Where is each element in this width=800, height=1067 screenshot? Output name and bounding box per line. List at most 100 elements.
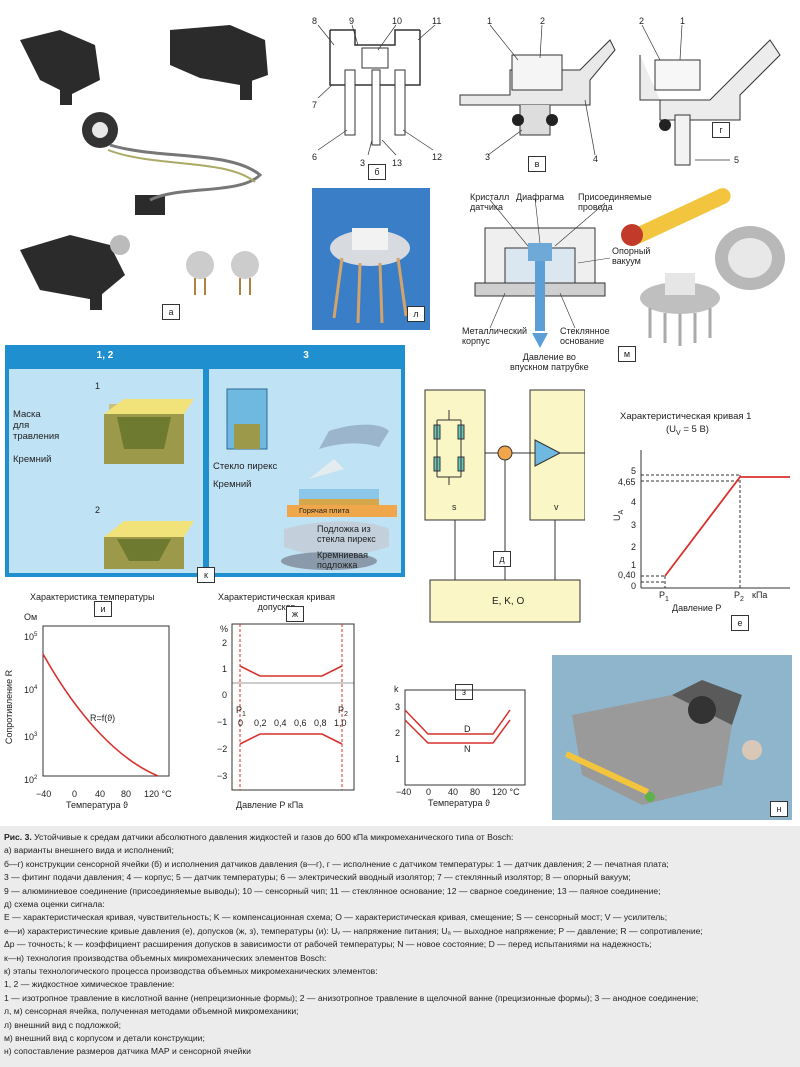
e-ytick-040: 0,40 — [618, 570, 636, 580]
e-subtitle-b: = 5 В) — [680, 424, 709, 435]
tag-l: л — [407, 306, 425, 322]
e-xtick-p2-main: P — [734, 590, 741, 600]
z-ylabel: k — [394, 684, 399, 694]
caption-text: E — характеристическая кривая, чувствите… — [4, 912, 668, 923]
label-v-3: 3 — [485, 152, 491, 162]
tag-i: и — [94, 601, 112, 617]
caption-line: н) сопоставление размеров датчика МАР и … — [4, 1046, 251, 1058]
i-xtick-0: 0 — [72, 789, 78, 799]
caption-line: 9 — алюминиевое соединение (присоединяем… — [4, 886, 661, 898]
caption-text: м) внешний вид с корпусом и детали конст… — [4, 1033, 205, 1043]
caption-text: е—и) характеристические кривые давления … — [4, 925, 703, 936]
label-b-7: 7 — [312, 100, 318, 110]
e-ytick-4: 4 — [631, 497, 637, 507]
bonding-drawing — [226, 388, 397, 570]
caption-line: а) варианты внешнего вида и исполнений; — [4, 845, 174, 857]
i-title: Характеристика температуры — [30, 592, 155, 602]
sensor-section-drawing — [459, 24, 616, 156]
i-ytick-5-exp: 5 — [34, 632, 38, 638]
label-m-crystal: Кристалл датчика — [470, 192, 510, 212]
z-xtick-40: 40 — [448, 787, 459, 797]
label-b-12: 12 — [432, 152, 443, 162]
label-v-2: 2 — [540, 16, 546, 26]
e-ytick-465: 4,65 — [618, 477, 636, 487]
tag-e: е — [731, 615, 749, 631]
i-xlabel: Температура ϑ — [66, 800, 128, 810]
caption-text: Δp — точность; k — коэффициент расширени… — [4, 939, 652, 950]
caption-text: л, м) сенсорная ячейка, полученная метод… — [4, 1006, 299, 1017]
label-g-2: 2 — [639, 16, 645, 26]
caption-text: л) внешний вид с подложкой; — [4, 1019, 122, 1030]
e-ytick-2: 2 — [631, 542, 637, 552]
label-b-8: 8 — [312, 16, 318, 26]
label-v-4: 4 — [593, 154, 599, 164]
e-ylabel-main: U — [612, 514, 623, 521]
zh-p2-sub: 2 — [344, 710, 348, 718]
tag-v: в — [528, 156, 546, 172]
caption-line: 3 — фитинг подачи давления; 4 — корпус; … — [4, 872, 631, 884]
z-plot — [404, 689, 526, 786]
i-ytick-5: 105 — [24, 630, 37, 642]
label-b-3: 3 — [360, 158, 366, 168]
i-ytick-2-exp: 2 — [34, 775, 38, 781]
figure-caption: Рис. 3. Устойчивые к средам датчики абсо… — [0, 826, 800, 1067]
label-m-vacuum: Опорный вакуум — [612, 246, 651, 266]
caption-line: к—н) технология производства объемных ми… — [4, 953, 326, 965]
tag-a: а — [162, 304, 180, 320]
caption-line: л) внешний вид с подложкой; — [4, 1020, 121, 1032]
i-ytick-4: 104 — [24, 683, 37, 695]
e-ylabel-sub: A — [617, 509, 625, 515]
z-xtick-80: 80 — [470, 787, 481, 797]
k-col3-title: 3 — [303, 350, 309, 361]
i-ytick-2: 102 — [24, 773, 37, 785]
k-col3-header: 3 — [207, 345, 405, 367]
fig-i-temperature-char: Характеристика температуры и Ом 105 104 … — [0, 590, 190, 810]
e-xtick-p2-sub: 2 — [740, 595, 744, 603]
zh-ytick-m3: −3 — [217, 771, 228, 781]
photo-sensors-a: а — [0, 0, 300, 330]
sensor-temperature-drawing — [639, 24, 781, 166]
zh-plot — [231, 623, 355, 791]
i-ytick-2-base: 10 — [24, 775, 35, 785]
caption-text: 3 — фитинг подачи давления; 4 — корпус; … — [4, 872, 631, 883]
k-label-1: 1 — [95, 381, 101, 391]
e-xtick-p2: P2 — [734, 590, 744, 605]
tag-z: з — [455, 684, 473, 700]
i-ytick-4-base: 10 — [24, 685, 35, 695]
i-xtick-40: 40 — [95, 789, 106, 799]
caption-text: Устойчивые к средам датчики абсолютного … — [31, 832, 514, 842]
fig-e-char-curve: Характеристическая кривая 1 (UV = 5 В) U… — [600, 410, 800, 631]
k-col12-title: 1, 2 — [96, 350, 114, 361]
k-label-mask: Маска для травления — [13, 409, 60, 442]
zh-ytick-0: 0 — [222, 690, 228, 700]
caption-line: е—и) характеристические кривые давления … — [4, 926, 703, 938]
e-subtitle-sub: V — [676, 429, 681, 437]
photo-map-sensor-n: н — [552, 655, 792, 820]
e-subtitle-a: (U — [666, 424, 677, 435]
caption-line: д) схема оценки сигнала: — [4, 899, 105, 911]
zh-xtick-0: 0 — [238, 718, 244, 728]
zh-title: Характеристическая кривая допусков — [218, 592, 336, 612]
caption-line: к) этапы технологического процесса произ… — [4, 966, 378, 978]
e-ytick-3: 3 — [631, 520, 637, 530]
caption-text: 9 — алюминиевое соединение (присоединяем… — [4, 885, 661, 896]
tag-d: д — [493, 551, 511, 567]
tag-g: г — [712, 122, 730, 138]
i-ytick-3-base: 10 — [24, 732, 35, 742]
photo-sensor-cell-l: л — [312, 188, 430, 330]
tag-zh: ж — [286, 606, 304, 622]
e-xtick-p1-sub: 1 — [665, 595, 669, 603]
zh-p1-sub: 1 — [242, 710, 246, 718]
label-g-5: 5 — [734, 155, 740, 165]
i-ytick-4-exp: 4 — [34, 685, 38, 691]
i-xtick-80: 80 — [121, 789, 132, 799]
cell-structure-drawing — [474, 188, 785, 348]
label-g-1: 1 — [680, 16, 686, 26]
etching-drawing — [104, 399, 194, 569]
label-b-10: 10 — [392, 16, 403, 26]
fig-z-expansion: з k 3 2 1 D N −40 0 40 80 120 °C Темпера… — [388, 680, 533, 810]
e-ytick-5: 5 — [631, 466, 637, 476]
k-label-silicon: Кремний — [13, 454, 52, 465]
k-col12-body: 1 2 Маска для травления Кремний — [9, 369, 203, 573]
k-label-substrate-pyrex: Подложка из стекла пирекс — [317, 524, 376, 544]
